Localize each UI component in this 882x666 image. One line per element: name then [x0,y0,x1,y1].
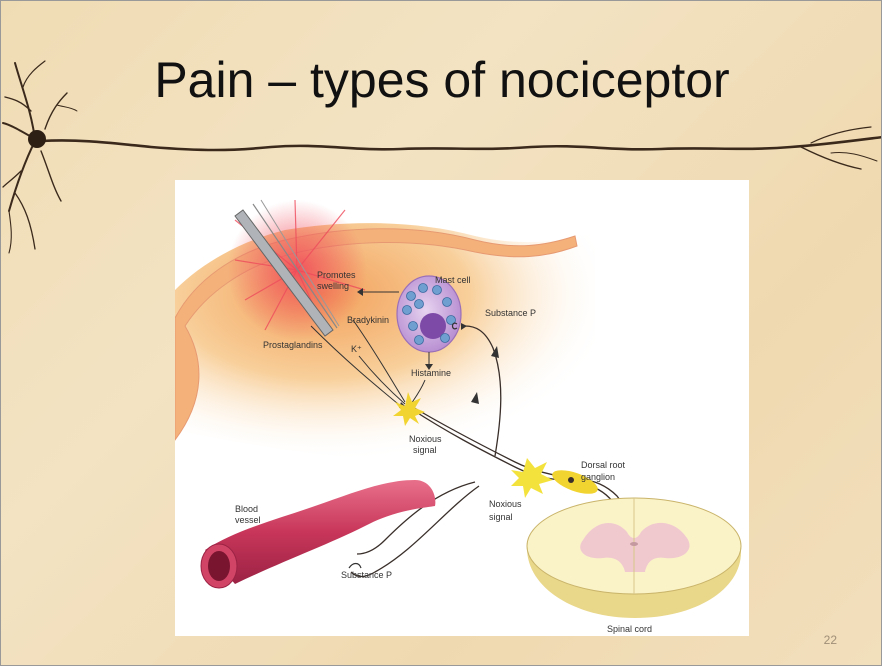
label-spinal-cord: Spinal cord [607,624,652,634]
label-substance-p-bottom: Substance P [341,570,392,580]
label-mast-cell: Mast cell [435,275,471,285]
slide-number: 22 [824,633,837,647]
label-noxious-signal-1a: Noxious [409,434,442,444]
label-bradykinin: Bradykinin [347,315,389,325]
label-prostaglandins: Prostaglandins [263,340,323,350]
label-noxious-signal-1b: signal [413,445,437,455]
label-dorsal-root-ganglion-2: ganglion [581,472,615,482]
mast-cell [397,276,461,352]
label-histamine: Histamine [411,368,451,378]
label-k-plus: K⁺ [351,344,362,354]
label-blood-vessel-2: vessel [235,515,261,525]
nociceptor-diagram: Promotes swelling Mast cell Substance P … [175,180,749,636]
label-promotes-swelling-1: Promotes [317,270,356,280]
label-noxious-signal-2b: signal [489,512,513,522]
label-blood-vessel-1: Blood [235,504,258,514]
spinal-cord [527,498,741,618]
label-noxious-signal-2a: Noxious [489,499,522,509]
slide-title: Pain – types of nociceptor [1,53,882,108]
blood-vessel [201,480,435,588]
label-substance-p-top: Substance P [485,308,536,318]
label-dorsal-root-ganglion-1: Dorsal root [581,460,626,470]
label-promotes-swelling-2: swelling [317,281,349,291]
